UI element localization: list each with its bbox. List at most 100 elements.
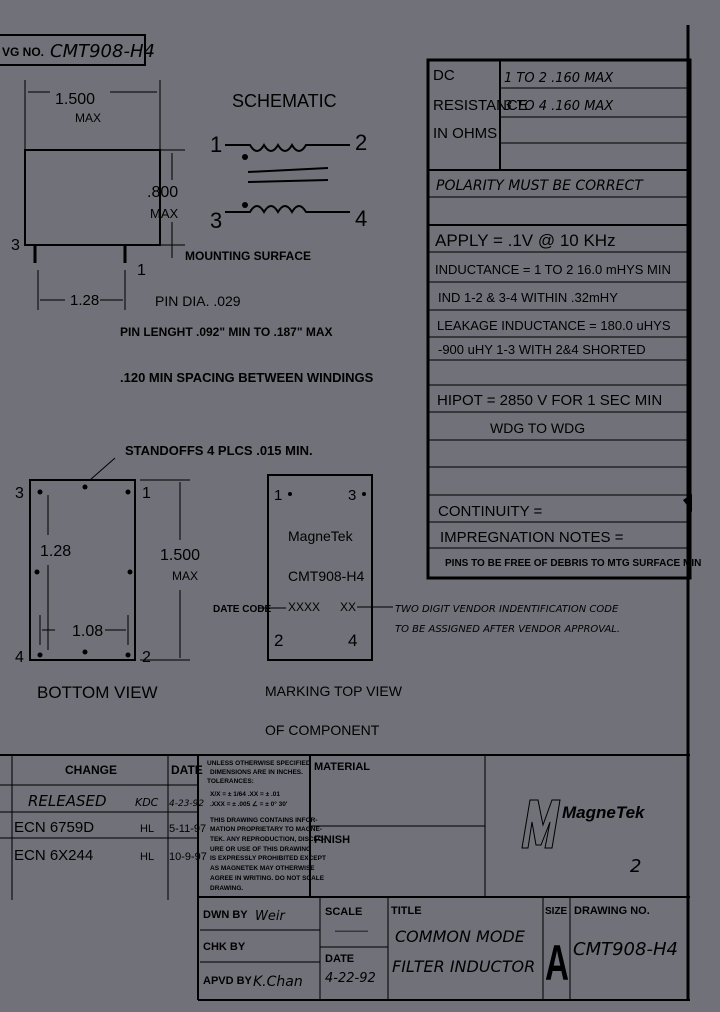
tolerance-line: THIS DRAWING CONTAINS INFOR-: [210, 817, 318, 824]
impregnation-label: IMPREGNATION NOTES =: [440, 529, 624, 546]
apvd-by-label: APVD BY: [203, 975, 253, 987]
revision-by: KDC: [135, 796, 159, 809]
revision-date: 5-11-97: [169, 823, 206, 835]
vendor-note: TWO DIGIT VENDOR INDENTIFICATION CODE: [395, 604, 619, 615]
tolerance-line: DIMENSIONS ARE IN INCHES.: [210, 769, 303, 776]
change-header: CHANGE: [65, 763, 117, 777]
schematic: SCHEMATIC 1 2 3 4: [210, 91, 367, 233]
revision-table: CHANGE DATE RELEASED KDC 4-23-92 ECN 675…: [0, 754, 690, 1000]
leakage-inductance-spec: LEAKAGE INDUCTANCE = 180.0 uHYS: [437, 318, 671, 333]
hipot-spec: HIPOT = 2850 V FOR 1 SEC MIN: [437, 392, 662, 409]
revision-by: HL: [140, 851, 154, 863]
pin-label: 1: [274, 487, 282, 504]
sheet-mark: 2: [630, 856, 641, 877]
pin-label: 4: [348, 631, 357, 650]
bottom-view: STANDOFFS 4 PLCS .015 MIN. 3 1 4 2 1.28 …: [15, 443, 313, 702]
brand-marking: MagneTek: [288, 528, 354, 544]
dc-resistance-label: IN OHMS: [433, 125, 497, 142]
standoffs-note: STANDOFFS 4 PLCS .015 MIN.: [125, 443, 313, 458]
bottom-view-caption: BOTTOM VIEW: [37, 683, 158, 702]
height-unit: MAX: [150, 206, 179, 221]
side-view: 1.500 MAX .800 MAX 3 1 MOUNTING SURFACE …: [11, 80, 374, 385]
dc-value-3-4: 3 TO 4 .160 MAX: [504, 99, 614, 114]
tolerance-notes: UNLESS OTHERWISE SPECIFIED DIMENSIONS AR…: [207, 755, 326, 897]
chk-by-label: CHK BY: [203, 941, 246, 953]
pin-label: 4: [15, 649, 24, 666]
dwn-by-signature: Weir: [255, 909, 286, 924]
coil-top: [225, 143, 350, 152]
tolerance-line: MATION PROPRIETARY TO MAGNE-: [210, 826, 322, 833]
tolerance-line: TOLERANCES:: [207, 778, 254, 785]
pin-label: 3: [348, 487, 356, 504]
inductance-match-spec: IND 1-2 & 3-4 WITHIN .32mHY: [438, 290, 618, 305]
leakage-note: -900 uHY 1-3 WITH 2&4 SHORTED: [438, 342, 646, 357]
finish-label: FINISH: [314, 834, 350, 846]
polarity-dot-icon: [242, 202, 248, 208]
part-marking: CMT908-H4: [288, 568, 364, 584]
pin-label: 1: [142, 485, 151, 502]
dim-spacing: 1.08: [72, 623, 103, 640]
mounting-surface-label: MOUNTING SURFACE: [185, 249, 311, 263]
tolerance-line: TEK. ANY REPRODUCTION, DISCLO-: [210, 836, 325, 843]
vendor-note: TO BE ASSIGNED AFTER VENDOR APPROVAL.: [395, 624, 620, 635]
dim-width: 1.500: [160, 547, 200, 564]
apvd-by-signature: K.Chan: [253, 974, 303, 990]
drawing-number-header: VG NO. CMT908-H4: [0, 34, 155, 66]
revision-by: HL: [140, 823, 154, 835]
continuity-label: CONTINUITY =: [438, 503, 543, 520]
tolerance-line: URE OR USE OF THIS DRAWING: [210, 846, 311, 853]
vendor-code: XX: [340, 600, 356, 614]
tolerance-line: DRAWING.: [210, 885, 243, 892]
marking-caption: MARKING TOP VIEW: [265, 683, 403, 699]
marking-view: 1 3 2 4 MagneTek CMT908-H4 DATE CODE XXX…: [213, 474, 620, 738]
title-line: FILTER INDUCTOR: [392, 957, 535, 976]
pin-spacing-dim: 1.28: [70, 292, 99, 309]
tolerance-line: UNLESS OTHERWISE SPECIFIED: [207, 760, 311, 767]
pin-dia-note: PIN DIA. .029: [155, 293, 241, 309]
spec-table: DC RESISTANCE IN OHMS 1 TO 2 .160 MAX 3 …: [426, 58, 701, 580]
inductance-spec: INDUCTANCE = 1 TO 2 16.0 mHYS MIN: [435, 262, 671, 277]
width-dim: 1.500: [55, 91, 95, 108]
header-value: CMT908-H4: [50, 41, 155, 62]
tolerance-line: AS MAGNETEK MAY OTHERWISE: [210, 865, 315, 872]
height-dim: .800: [147, 184, 178, 201]
marking-caption: OF COMPONENT: [265, 722, 380, 738]
scale-label: SCALE: [325, 906, 362, 918]
drawing-no-value: CMT908-H4: [573, 939, 678, 960]
size-label: SIZE: [545, 906, 568, 917]
hipot-note: WDG TO WDG: [490, 420, 585, 436]
pin-label: 3: [11, 237, 20, 254]
scale-value: ———: [335, 925, 368, 937]
pin-length-note: PIN LENGHT .092" MIN TO .187" MAX: [120, 325, 333, 339]
dc-value-1-2: 1 TO 2 .160 MAX: [504, 71, 614, 86]
schematic-title: SCHEMATIC: [232, 91, 337, 111]
dc-resistance-label: RESISTANCE: [433, 97, 528, 114]
pin-label: 2: [142, 649, 151, 666]
date-header: DATE: [171, 763, 203, 777]
polarity-note: POLARITY MUST BE CORRECT: [436, 178, 644, 194]
schematic-pin: 3: [210, 208, 222, 233]
header-label: VG NO.: [2, 45, 44, 59]
magnetek-logo-text: MagneTek: [562, 803, 646, 822]
coil-bottom: [225, 205, 350, 214]
pins-note: PINS TO BE FREE OF DEBRIS TO MTG SURFACE…: [445, 558, 701, 569]
date-value: 4-22-92: [325, 971, 376, 986]
schematic-pin: 2: [355, 130, 367, 155]
drawing-no-label: DRAWING NO.: [574, 905, 650, 917]
width-unit: MAX: [75, 111, 101, 125]
material-label: MATERIAL: [314, 761, 370, 773]
schematic-pin: 1: [210, 132, 222, 157]
winding-spacing-note: .120 MIN SPACING BETWEEN WINDINGS: [120, 370, 374, 385]
size-value: A: [545, 935, 569, 991]
pin-label: 2: [274, 631, 283, 650]
title-block: DWN BY Weir CHK BY APVD BY K.Chan SCALE …: [198, 897, 690, 1001]
date-code-label: DATE CODE: [213, 604, 271, 615]
revision-change: ECN 6759D: [14, 819, 94, 836]
dwn-by-label: DWN BY: [203, 909, 248, 921]
date-label: DATE: [325, 953, 354, 965]
revision-date: 10-9-97: [169, 851, 207, 863]
pin-label: 1: [137, 262, 146, 279]
date-code: XXXX: [288, 600, 320, 614]
component-body: [24, 149, 161, 246]
